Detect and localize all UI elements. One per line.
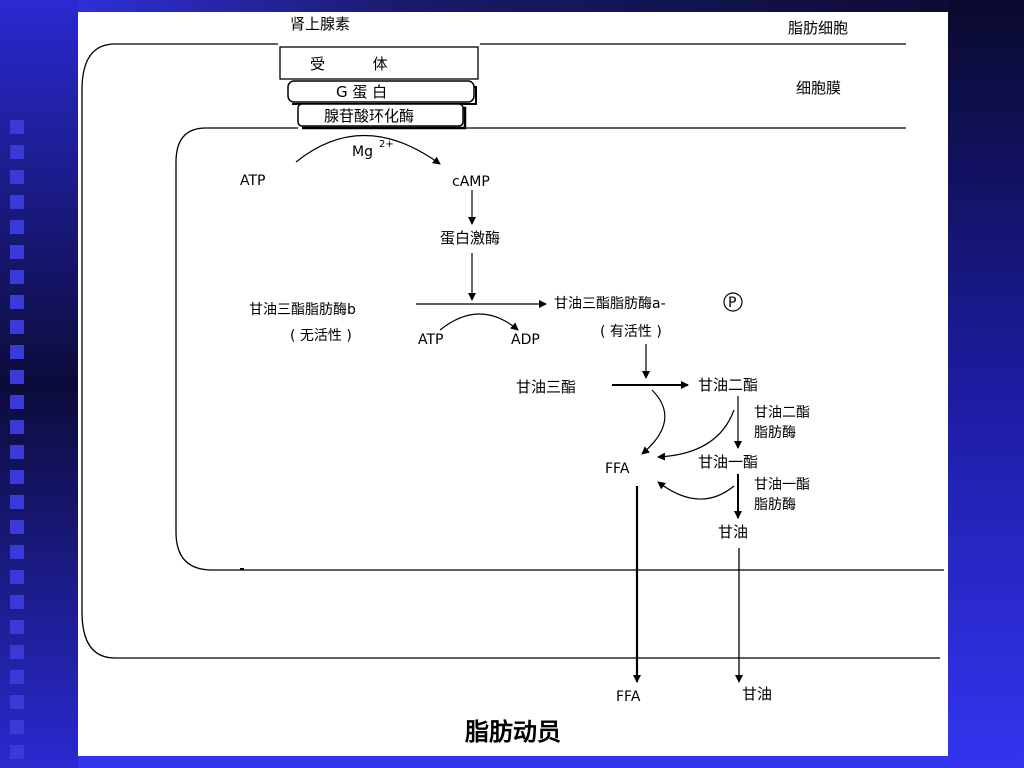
dg-lipase-label-2: 脂肪酶 (754, 425, 796, 441)
receptor-box (279, 46, 479, 80)
decorative-square (10, 545, 24, 559)
decorative-square (10, 295, 24, 309)
decorative-square (10, 220, 24, 234)
lipase-b-label: 甘油三酯脂肪酶b (249, 302, 356, 318)
adenylate-cyclase-label: 腺苷酸环化酶 (324, 107, 414, 125)
inner-membrane (175, 127, 944, 571)
receptor-label: 受 体 (310, 55, 388, 73)
atp-label: ATP (240, 173, 265, 189)
decorative-square (10, 695, 24, 709)
phosphate-label: P (728, 295, 736, 311)
membrane-label: 细胞膜 (796, 79, 841, 97)
active-label: ( 有活性 ) (600, 324, 662, 340)
adenylate-cyclase-shadow (302, 106, 467, 130)
mg-to-ffa-arrow (657, 481, 735, 500)
decorative-square (10, 245, 24, 259)
decorative-square (10, 445, 24, 459)
slide-title: 脂肪动员 (465, 718, 561, 746)
decorative-square (10, 620, 24, 634)
decorative-square (10, 595, 24, 609)
monoglyceride-label: 甘油一酯 (698, 453, 758, 471)
diglyceride-label: 甘油二酯 (698, 376, 758, 394)
atp-to-camp-arrow (295, 134, 441, 165)
lipase-a-label: 甘油三酯脂肪酶a- (554, 296, 666, 312)
protein-kinase-label: 蛋白激酶 (440, 229, 500, 247)
decorative-square (10, 195, 24, 209)
decorative-square (10, 345, 24, 359)
mg-lipase-label-2: 脂肪酶 (754, 497, 796, 513)
decorative-square (10, 120, 24, 134)
g-protein-box (287, 80, 475, 103)
outer-membrane (81, 43, 940, 659)
adp-label: ADP (511, 332, 540, 348)
mg-lipase-label-1: 甘油一酯 (754, 477, 810, 493)
phosphate-circle (723, 292, 743, 312)
tg-to-ffa-arrow (641, 389, 666, 455)
decorative-square (10, 670, 24, 684)
decorative-square (10, 145, 24, 159)
glycerol-out-label: 甘油 (742, 685, 772, 703)
decorative-square (10, 170, 24, 184)
triglyceride-label: 甘油三酯 (516, 378, 576, 396)
decorative-square (10, 470, 24, 484)
decorative-square (10, 395, 24, 409)
mg-charge: 2+ (379, 139, 394, 150)
decorative-square (10, 420, 24, 434)
decorative-square (10, 370, 24, 384)
decorative-square (10, 270, 24, 284)
camp-label: cAMP (452, 174, 490, 190)
decorative-square (10, 495, 24, 509)
ffa-out-label: FFA (616, 689, 641, 705)
decorative-square (10, 645, 24, 659)
inactive-label: ( 无活性 ) (290, 328, 352, 344)
lipolysis-diagram: 肾上腺素 脂肪细胞 细胞膜 受 体 G 蛋 白 腺苷酸环化酶 ATP Mg 2+… (81, 15, 944, 705)
slide-panel: 肾上腺素 脂肪细胞 细胞膜 受 体 G 蛋 白 腺苷酸环化酶 ATP Mg 2+… (78, 12, 948, 756)
dg-lipase-label-1: 甘油二酯 (754, 405, 810, 421)
g-protein-label: G 蛋 白 (336, 83, 387, 101)
hormone-label: 肾上腺素 (290, 15, 350, 33)
dg-to-ffa-arrow (657, 409, 735, 461)
mg-label: Mg (352, 144, 373, 160)
ffa-inner-label: FFA (605, 461, 630, 477)
atp-2-label: ATP (418, 332, 443, 348)
adenylate-cyclase-box (297, 103, 464, 127)
atp-to-adp-arrow (439, 313, 519, 331)
decorative-square (10, 745, 24, 759)
cell-label: 脂肪细胞 (788, 19, 848, 37)
decorative-square (10, 520, 24, 534)
decorative-square (10, 570, 24, 584)
decorative-square (10, 720, 24, 734)
decorative-square (10, 320, 24, 334)
glycerol-inner-label: 甘油 (718, 523, 748, 541)
